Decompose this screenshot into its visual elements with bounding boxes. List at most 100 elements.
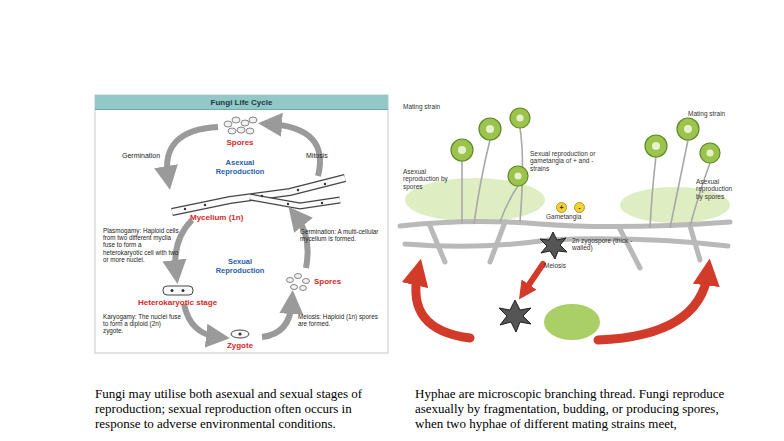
zygospore (540, 232, 567, 259)
cycle-arrow (167, 127, 218, 178)
nucleus (324, 183, 326, 185)
stage-label: Heterokaryotic stage (138, 298, 238, 307)
nucleus (287, 203, 289, 205)
stage-label: Zygote (210, 341, 270, 350)
columella (684, 125, 692, 133)
hypha (250, 197, 340, 206)
hypha (400, 221, 730, 226)
stalk (500, 186, 518, 222)
panel-frame (95, 95, 388, 353)
nucleus (171, 289, 174, 292)
spore (249, 117, 257, 123)
columella (515, 173, 522, 180)
spore (237, 127, 245, 133)
process-label: Sexual Reproduction (210, 258, 270, 275)
step-note: Germination: A multi-cellular mycelium i… (300, 228, 382, 242)
cycle-arrow (270, 124, 320, 176)
stage-label: Spores (314, 277, 364, 286)
sporangium (451, 139, 473, 161)
step-note: Meiosis: Haploid (1n) spores are formed. (298, 313, 378, 327)
mycelium (172, 178, 345, 212)
spore-cluster (287, 274, 310, 291)
title-band: Fungi Life Cycle (95, 95, 388, 110)
spore (303, 279, 310, 284)
part-label: Gametangia (546, 213, 606, 220)
step-label: Germination (122, 152, 182, 160)
hyphae (400, 221, 730, 268)
sporangium (677, 118, 699, 140)
columella (652, 142, 660, 150)
sporangiophores (462, 128, 710, 228)
step-note: Plasmogamy: Haploid cells from two diffe… (103, 227, 179, 263)
nucleus (204, 204, 206, 206)
nucleus (238, 332, 241, 335)
cycle-arrow (598, 272, 708, 340)
hypha (690, 226, 700, 260)
stalk (650, 156, 656, 228)
sporangium (479, 118, 501, 140)
process-label: Asexual Reproduction (210, 159, 270, 176)
spore-cluster (224, 117, 257, 134)
nucleus (261, 195, 263, 197)
part-label: Asexual reproduction by spores (696, 178, 736, 200)
stalk (461, 160, 463, 224)
nucleus (321, 202, 323, 204)
title-text: Fungi Life Cycle (211, 98, 273, 107)
cell (163, 286, 193, 295)
nuclei (184, 183, 326, 210)
stage-label: Mycelium (1n) (190, 213, 270, 222)
hypha (250, 197, 340, 206)
hypha (172, 178, 345, 212)
spore (291, 285, 298, 290)
sporangia (451, 108, 720, 186)
sporangium (508, 166, 528, 186)
hypha (620, 229, 640, 268)
step-note: Karyogamy: The nuclei fuse to form a dip… (103, 313, 181, 335)
columella (707, 150, 714, 157)
red-arrows (416, 264, 708, 340)
nucleus (184, 208, 186, 210)
stalk (670, 140, 688, 228)
caption-text: Fungi may utilise both asexual and sexua… (95, 386, 370, 431)
hypha (172, 178, 345, 212)
step-label: Mitosis (306, 152, 356, 160)
cycle-arrow (262, 302, 292, 337)
part-label: Meiosis (544, 262, 594, 269)
spore (300, 286, 307, 291)
hypha (490, 222, 505, 262)
mating-sign: + (556, 202, 567, 213)
sporangium (645, 135, 667, 157)
columella (458, 146, 466, 154)
columella (486, 125, 494, 133)
caption-text: Hyphae are microscopic branching thread.… (415, 386, 745, 431)
zygote (231, 330, 249, 338)
spore (246, 128, 254, 134)
spore (232, 117, 240, 123)
rhizopus-illustration (400, 108, 730, 340)
part-label: Sexual reproduction or gametangia of + a… (530, 150, 598, 172)
hypha (430, 226, 445, 262)
nucleus (297, 189, 299, 191)
hypha (405, 239, 728, 246)
part-label: Mating strain (688, 110, 748, 117)
mating-sign: - (574, 202, 585, 213)
part-label: Mating strain (403, 103, 473, 110)
spore (287, 278, 294, 283)
cell (231, 330, 249, 338)
sporangium (510, 108, 530, 128)
zygospore (499, 300, 531, 332)
cycle-arrow (416, 272, 470, 338)
cycle-arrow (184, 304, 218, 337)
spore (295, 274, 302, 279)
spore-patch (544, 304, 600, 340)
spore (241, 120, 249, 126)
heterokaryotic-cell (163, 286, 193, 295)
sporangium (700, 143, 720, 163)
nucleus (182, 289, 185, 292)
columella (517, 115, 524, 122)
meiosis-arrow (524, 264, 543, 292)
spore (228, 128, 236, 134)
stalk (474, 140, 490, 224)
